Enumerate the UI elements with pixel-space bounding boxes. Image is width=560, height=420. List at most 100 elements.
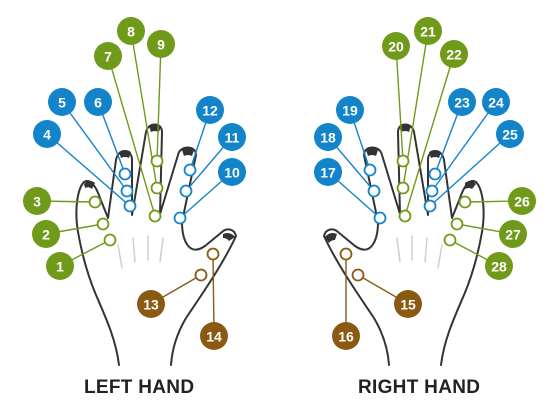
badge-number: 27: [505, 227, 521, 243]
ring-marker-icon: [150, 181, 164, 195]
ring-marker-icon: [423, 199, 437, 213]
point-badge-16: 16: [332, 322, 360, 350]
badge-circle: [332, 322, 360, 350]
point-badge-19: 19: [336, 96, 364, 124]
badge-circle: [32, 220, 60, 248]
badge-number: 17: [320, 165, 336, 181]
badge-circle: [48, 88, 76, 116]
badge-number: 21: [420, 24, 436, 40]
ring-marker-icon: [458, 195, 472, 209]
point-badge-20: 20: [382, 32, 410, 60]
badge-circle: [23, 187, 51, 215]
left-hand-title: LEFT HAND: [84, 377, 195, 398]
leader-line-5: [61, 101, 128, 192]
ring-marker-icon: [96, 217, 110, 231]
ring-marker-icon: [450, 217, 464, 231]
badge-circle: [137, 290, 165, 318]
badge-number: 24: [488, 95, 504, 111]
badge-circle: [448, 88, 476, 116]
badge-circle: [33, 120, 61, 148]
badge-circle: [46, 252, 74, 280]
badge-number: 23: [454, 95, 470, 111]
badge-number: 18: [320, 130, 336, 146]
badge-number: 11: [225, 130, 240, 146]
badge-number: 10: [224, 165, 240, 181]
badge-circle: [496, 120, 524, 148]
badge-circle: [440, 40, 468, 68]
badge-number: 25: [502, 127, 518, 143]
point-badge-11: 11: [218, 123, 246, 151]
badge-number: 7: [104, 49, 112, 65]
badge-number: 1: [56, 259, 64, 275]
badge-number: 12: [202, 103, 218, 119]
badge-circle: [508, 187, 536, 215]
point-badge-13: 13: [137, 290, 165, 318]
ring-marker-icon: [120, 184, 134, 198]
leader-line-22: [404, 53, 455, 217]
badge-circle: [382, 32, 410, 60]
point-badge-2: 2: [32, 220, 60, 248]
right-hand-title: RIGHT HAND: [358, 377, 481, 398]
badge-number: 14: [206, 329, 222, 345]
point-badge-9: 9: [147, 30, 175, 58]
point-badge-3: 3: [23, 187, 51, 215]
badge-number: 4: [43, 127, 51, 143]
badge-circle: [482, 88, 510, 116]
point-badge-17: 17: [314, 158, 342, 186]
ring-marker-icon: [396, 181, 410, 195]
ring-marker-icon: [118, 167, 132, 181]
ring-marker-icon: [396, 154, 410, 168]
point-badge-23: 23: [448, 88, 476, 116]
ring-marker-icon: [103, 233, 117, 247]
point-badge-26: 26: [508, 187, 536, 215]
badge-circle: [218, 158, 246, 186]
leader-line-9: [156, 43, 162, 162]
ring-marker-icon: [351, 268, 365, 282]
ring-marker-icon: [425, 184, 439, 198]
ring-marker-icon: [339, 247, 353, 261]
ring-marker-icon: [173, 211, 187, 225]
badge-circle: [94, 42, 122, 70]
ring-marker-icon: [367, 184, 381, 198]
point-badge-18: 18: [314, 123, 342, 151]
point-badge-12: 12: [196, 96, 224, 124]
ring-marker-icon: [398, 209, 412, 223]
badge-circle: [196, 96, 224, 124]
badge-circle: [147, 30, 175, 58]
badge-number: 28: [491, 259, 507, 275]
badge-circle: [499, 220, 527, 248]
point-badge-6: 6: [84, 88, 112, 116]
badge-circle: [336, 96, 364, 124]
badge-circle: [117, 17, 145, 45]
badge-number: 13: [143, 297, 159, 313]
badge-number: 22: [446, 47, 462, 63]
ring-marker-icon: [194, 268, 208, 282]
badge-number: 26: [514, 194, 530, 210]
point-badge-22: 22: [440, 40, 468, 68]
ring-marker-icon: [148, 209, 162, 223]
ring-marker-icon: [443, 233, 457, 247]
point-badge-21: 21: [414, 17, 442, 45]
leader-line-25: [429, 133, 511, 207]
left-hand-icon: [75, 123, 237, 366]
point-badge-25: 25: [496, 120, 524, 148]
point-badge-15: 15: [394, 290, 422, 318]
leader-line-7: [107, 55, 156, 217]
ring-marker-icon: [88, 195, 102, 209]
point-badge-10: 10: [218, 158, 246, 186]
point-badge-8: 8: [117, 17, 145, 45]
point-badge-5: 5: [48, 88, 76, 116]
leader-line-20: [395, 45, 404, 162]
ring-marker-icon: [206, 247, 220, 261]
badge-number: 9: [157, 37, 165, 53]
badge-number: 19: [342, 103, 358, 119]
badge-number: 16: [338, 329, 354, 345]
badge-number: 15: [400, 297, 416, 313]
badge-circle: [314, 158, 342, 186]
badge-number: 8: [127, 24, 135, 40]
point-badge-7: 7: [94, 42, 122, 70]
point-badge-27: 27: [499, 220, 527, 248]
badge-circle: [314, 123, 342, 151]
